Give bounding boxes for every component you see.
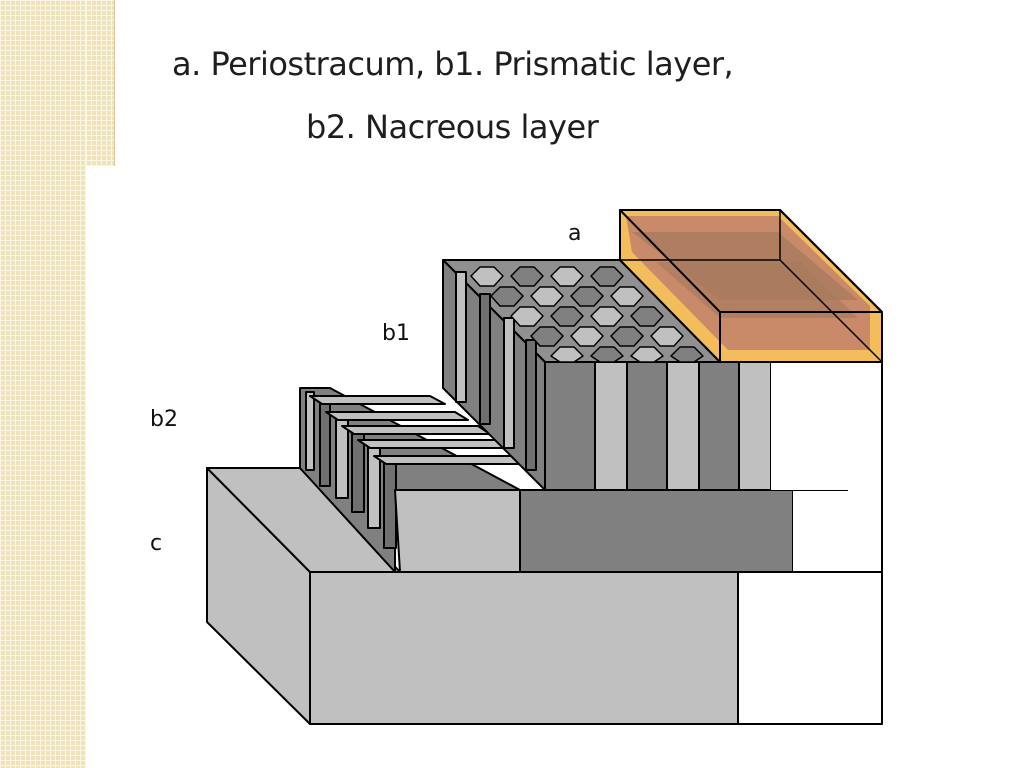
layer-b1-prismatic-block — [442, 259, 883, 724]
layer-b2-nacreous-block — [299, 387, 848, 573]
prism-hexagon-tops — [470, 266, 704, 363]
layer-c-block — [206, 467, 883, 725]
label-a: a — [568, 221, 581, 246]
label-b1: b1 — [382, 321, 410, 346]
slide-title-line-2: b2. Nacreous layer — [306, 108, 599, 146]
label-c: c — [150, 531, 162, 556]
label-b2: b2 — [150, 407, 178, 432]
slide-title-line-1: a. Periostracum, b1. Prismatic layer, — [172, 45, 734, 83]
decorative-side-strip — [0, 0, 86, 768]
layer-a-periostracum-block — [619, 209, 883, 363]
decorative-side-strip-top — [86, 0, 115, 166]
